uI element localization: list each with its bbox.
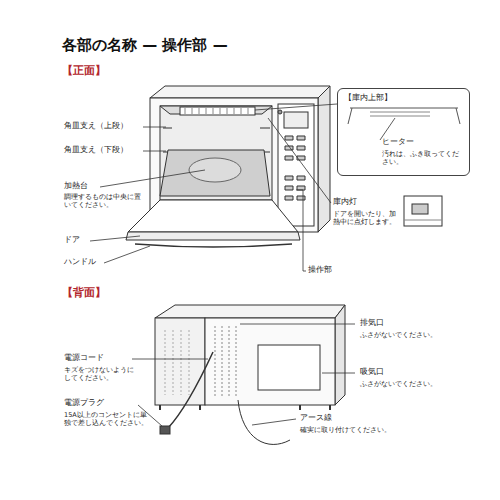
part-name: 加熱台 [64,181,88,191]
part-name: 庫内灯 [333,197,357,207]
part-name: 吸気口 [360,367,384,377]
section-heading: 【正面】 [62,64,106,78]
section-heading: 【背面】 [62,286,106,300]
note: キズをつけないようにしてください。 [64,366,136,383]
part-name: ドア [64,235,80,245]
note: ふさがないでください。 [360,331,437,339]
part-name: ハンドル [64,257,96,267]
note: 15A以上のコンセントに単独で差し込んでください。 [64,411,148,428]
part-name: 角皿支え（上段） [64,121,128,131]
note: 調理するものは中央に置いてください。 [64,193,144,210]
part-name: ヒーター [382,137,414,147]
note: ドアを開いたり、加熱中に点灯します。 [333,210,401,227]
part-name: 電源プラグ [64,398,104,408]
part-name: 電源コード [64,353,104,363]
part-name: 排気口 [360,318,384,328]
part-name: 操作部 [308,265,332,275]
note: ふさがないでください。 [360,380,437,388]
note: 汚れは、ふき取ってください。 [382,150,464,167]
title: 各部の名称 — 操作部 — [62,36,228,56]
note: 確実に取り付けてください。 [300,426,391,434]
part-name: アース線 [300,413,332,423]
part-name: 角皿支え（下段） [64,145,128,155]
inset-box: 【庫内上部】ヒーター汚れは、ふき取ってください。 [337,88,470,176]
inset-heading: 【庫内上部】 [344,93,392,103]
